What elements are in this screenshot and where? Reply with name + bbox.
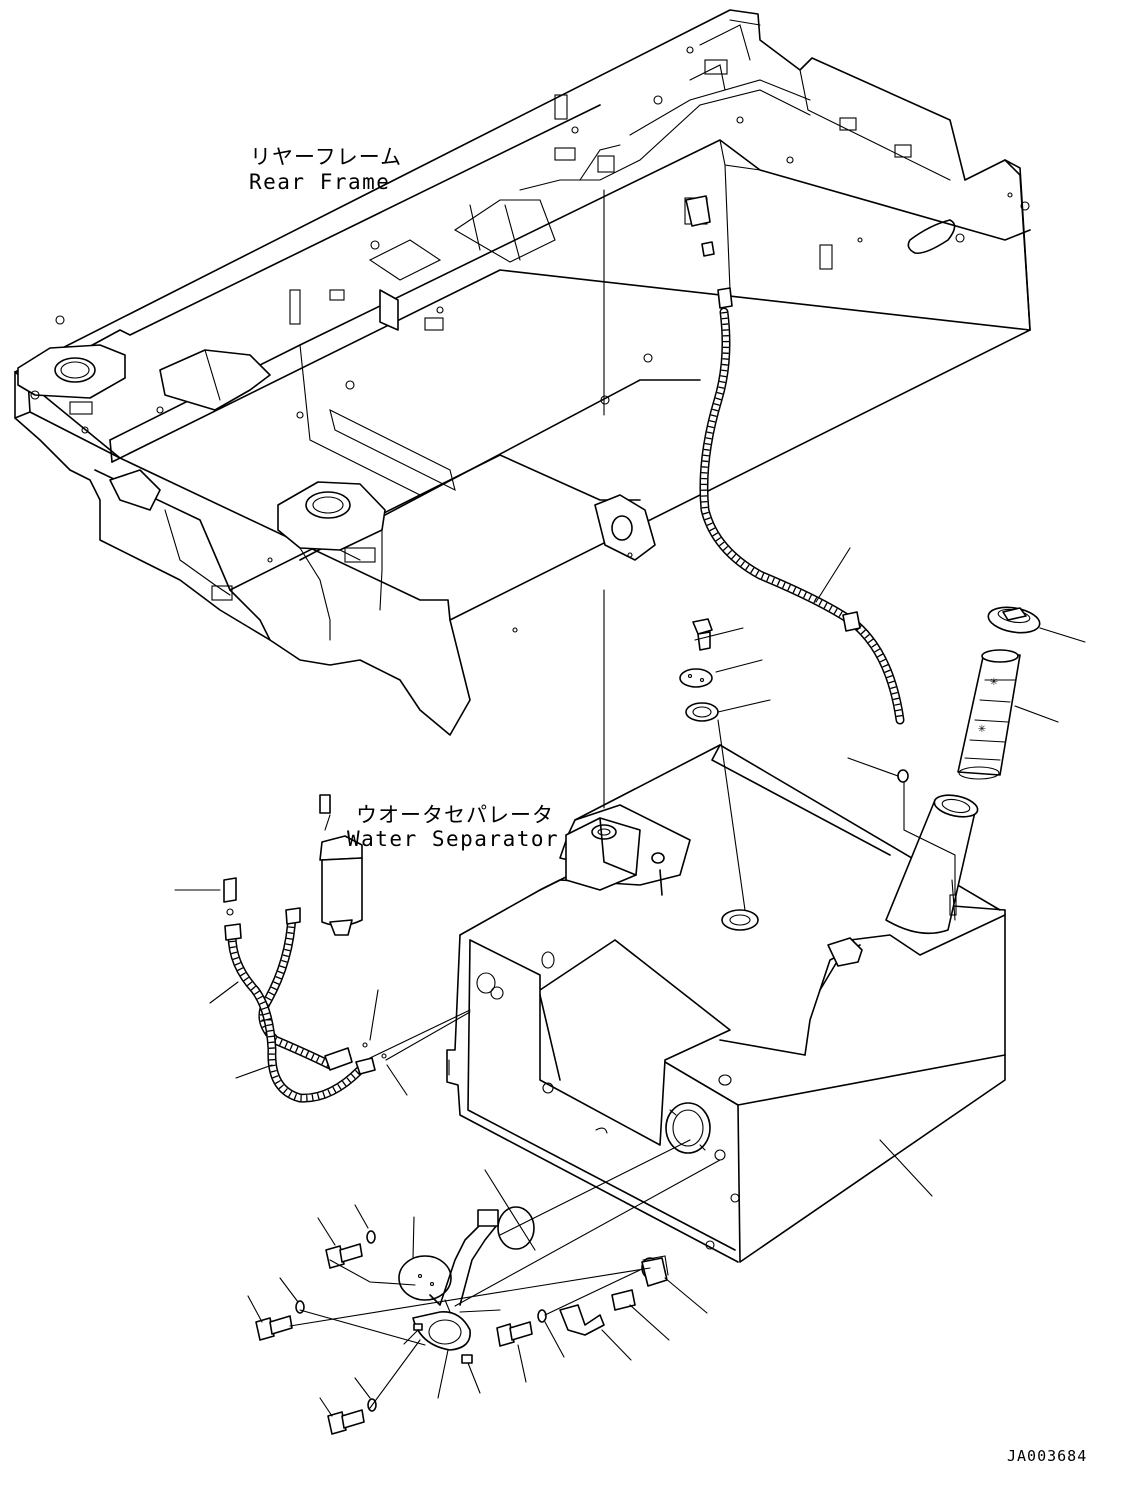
rear-frame-label-jp: リヤーフレーム: [250, 145, 402, 169]
separator-hose-drawing: [223, 877, 387, 1103]
water-separator-drawing: [319, 794, 363, 936]
water-separator-label-jp: ウオータセパレータ: [356, 803, 554, 827]
water-separator-label-en: Water Separator: [347, 827, 559, 851]
drawing-code: JA003684: [1007, 1447, 1087, 1465]
svg-text:✳: ✳: [990, 674, 998, 689]
strainer-drawing: ✳ ✳: [957, 649, 1021, 780]
leader-line: [174, 189, 1086, 1417]
tank-cap-drawing: [987, 606, 1041, 634]
plate-and-gasket-drawing: [679, 618, 746, 911]
filler-pipe-drawing: [885, 794, 979, 935]
fuel-gauge-sender-drawing: [398, 1139, 721, 1313]
svg-text:✳: ✳: [978, 721, 986, 736]
rear-frame-label-en: Rear Frame: [249, 170, 390, 194]
fuel-tank-drawing: [446, 744, 1006, 1279]
clamp-drawing: [412, 1257, 668, 1364]
rear-frame-drawing: [14, 9, 1031, 736]
bolt-drawing: [255, 1243, 533, 1435]
fuel-hose-drawing: [685, 195, 905, 725]
